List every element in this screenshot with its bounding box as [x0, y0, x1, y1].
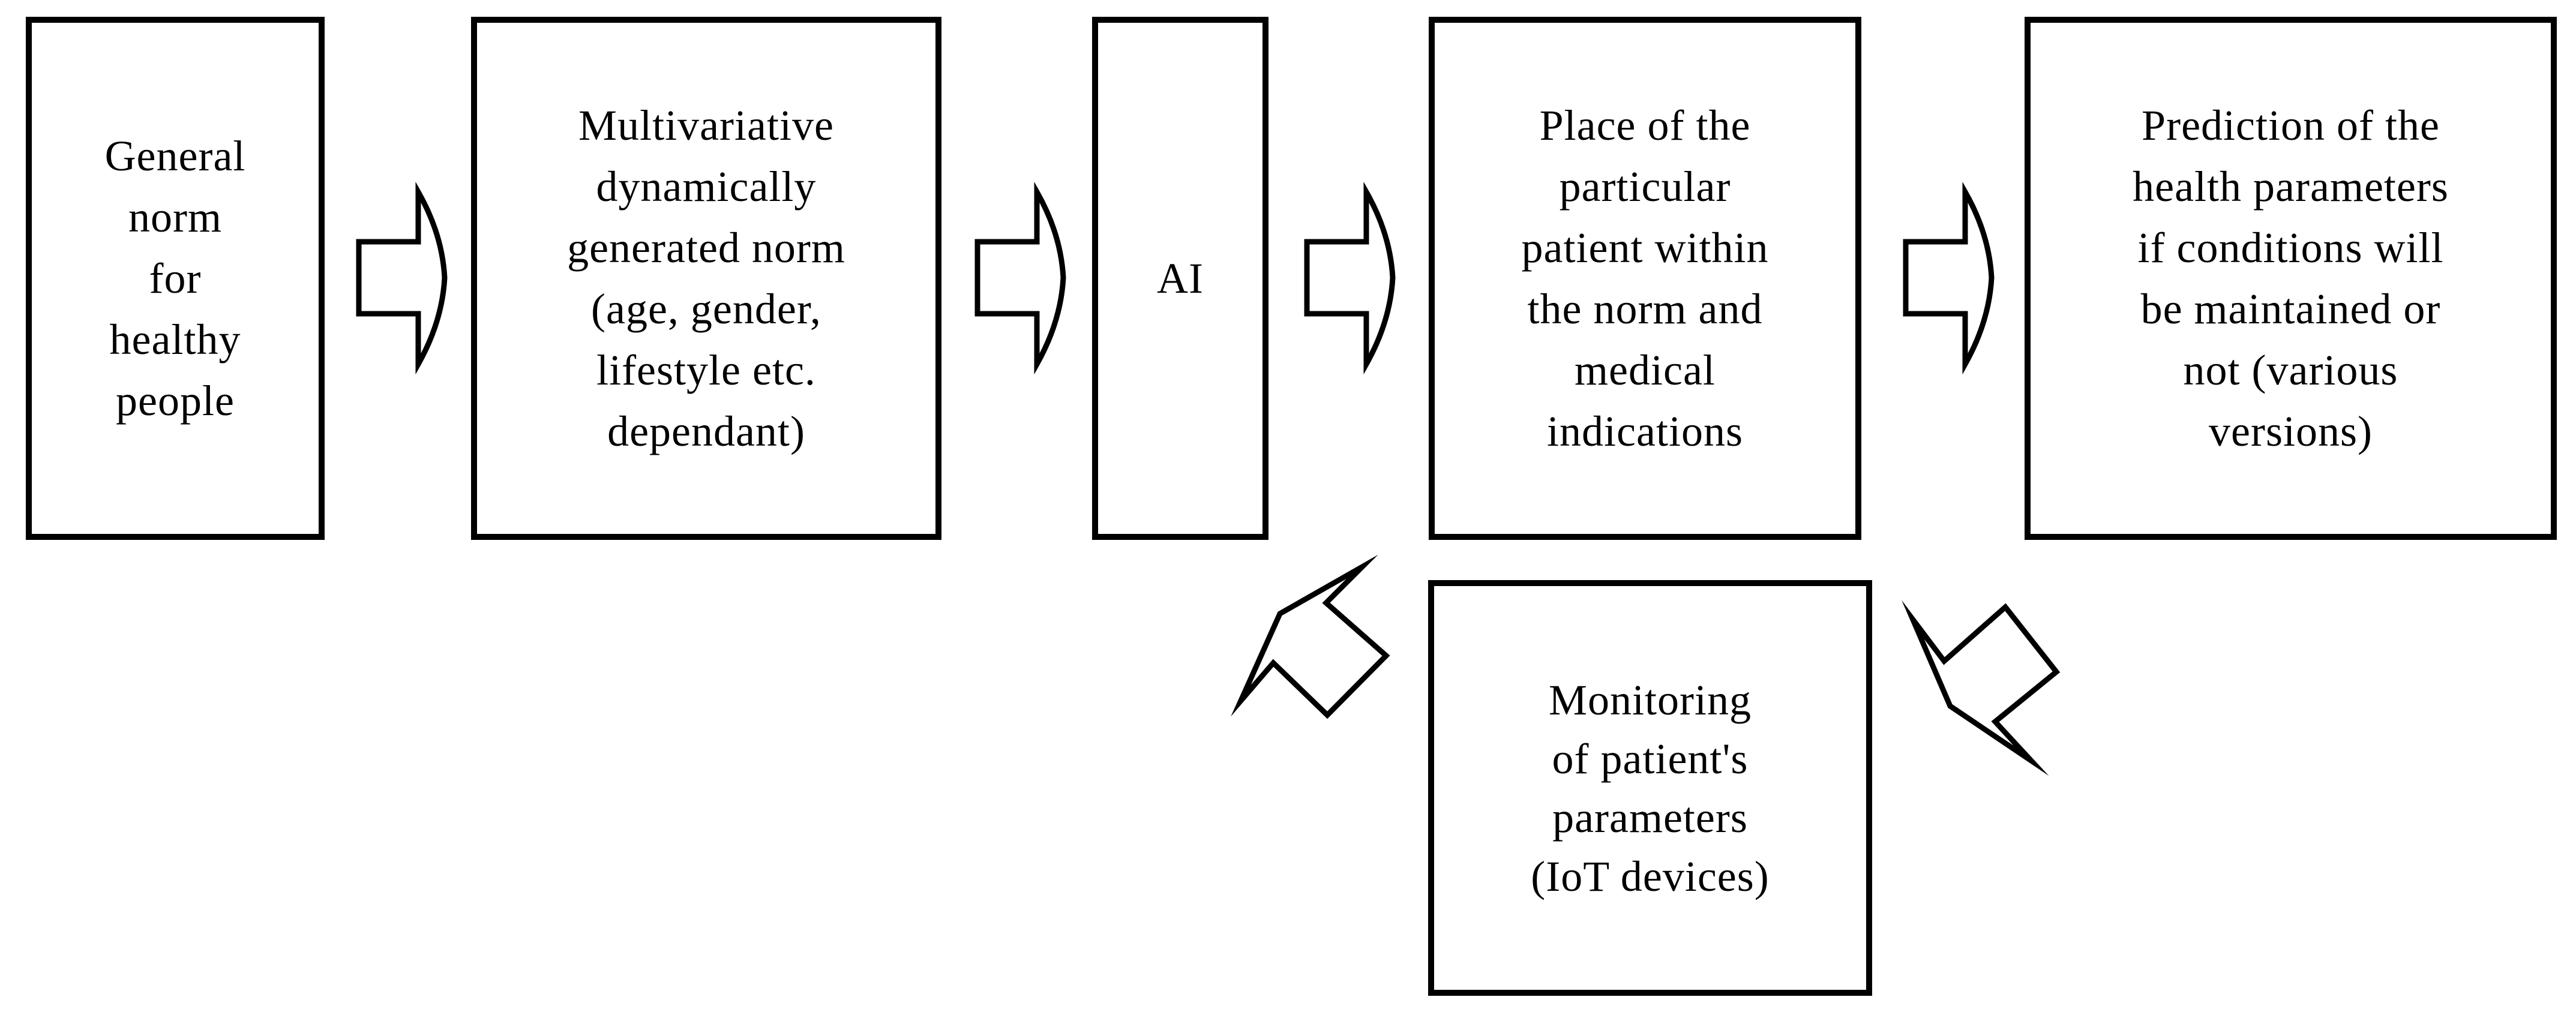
node-multivariative-norm-text: Multivariative dynamically generated nor…	[567, 101, 845, 455]
node-monitoring: Monitoring of patient's parameters (IoT …	[1428, 580, 1872, 996]
node-monitoring-text: Monitoring of patient's parameters (IoT …	[1531, 675, 1770, 900]
bent-arrow-down-left-icon	[1902, 600, 2061, 776]
node-place-of-patient-text: Place of the particular patient within t…	[1521, 101, 1769, 455]
node-prediction: Prediction of the health parameters if c…	[2025, 17, 2557, 540]
node-ai: AI	[1092, 17, 1268, 540]
block-arrow-right-icon	[1304, 182, 1396, 375]
node-place-of-patient: Place of the particular patient within t…	[1429, 17, 1861, 540]
node-general-norm: General norm for healthy people	[26, 17, 325, 540]
node-general-norm-text: General norm for healthy people	[104, 132, 246, 425]
bent-arrow-up-left-icon	[1231, 554, 1390, 719]
node-multivariative-norm: Multivariative dynamically generated nor…	[471, 17, 941, 540]
block-arrow-right-icon	[1903, 182, 1995, 375]
block-arrow-right-icon	[974, 182, 1066, 375]
node-ai-text: AI	[1157, 254, 1204, 302]
node-prediction-text: Prediction of the health parameters if c…	[2133, 101, 2449, 455]
block-arrow-right-icon	[356, 182, 448, 375]
